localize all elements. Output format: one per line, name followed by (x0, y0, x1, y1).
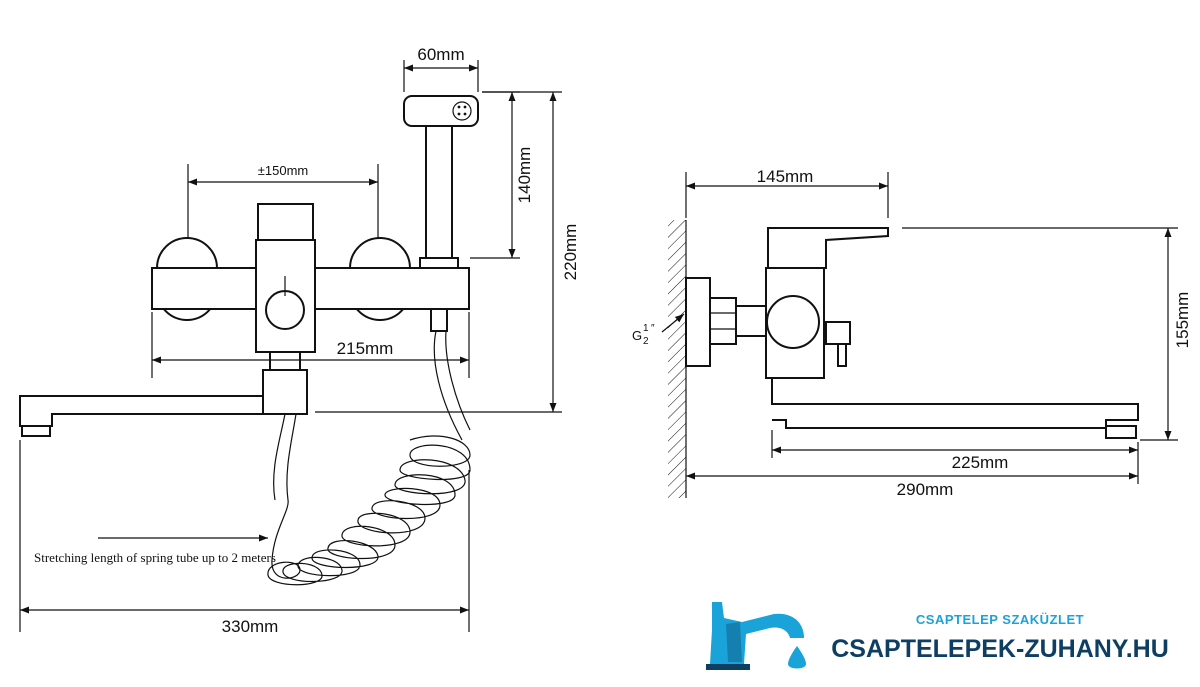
hand-shower (403, 95, 479, 332)
wall-flange (685, 277, 711, 367)
lever-handle (767, 227, 889, 269)
brand-logo: CSAPTELEP SZAKÜZLET CSAPTELEPEK-ZUHANY.H… (706, 602, 1169, 670)
dim-total: 290mm (897, 480, 954, 499)
faucet-logo-icon (706, 602, 806, 670)
side-spout (771, 378, 1139, 429)
dim-height: 155mm (1173, 292, 1192, 349)
dim-depth: 145mm (757, 167, 814, 186)
dim-spray-width: 60mm (417, 45, 464, 64)
dim-body-width: 215mm (337, 339, 394, 358)
dim-spout: 225mm (952, 453, 1009, 472)
front-view: 60mm ±150mm 140mm 220mm 215mm 330mm Stre… (19, 45, 580, 636)
thread-unit: ″ (651, 323, 655, 334)
dim-total-height: 220mm (561, 224, 580, 281)
spring-hose (267, 330, 471, 586)
thread-fraction-num: 1 (643, 323, 649, 334)
note-spring-tube: Stretching length of spring tube up to 2… (34, 550, 276, 565)
brand-name: CSAPTELEPEK-ZUHANY.HU (831, 635, 1169, 663)
central-knob (265, 290, 305, 330)
spout-nut (262, 369, 308, 415)
side-knob (766, 295, 820, 349)
dim-total-width: 330mm (222, 617, 279, 636)
thread-label: G (632, 328, 642, 343)
brand-tagline: CSAPTELEP SZAKÜZLET (916, 612, 1084, 627)
hex-connector (709, 297, 737, 345)
wall-hatch (668, 220, 686, 498)
side-view: 145mm 155mm 225mm 290mm G 1 2 ″ (632, 167, 1192, 499)
dim-spacing: ±150mm (258, 163, 308, 178)
thread-fraction-den: 2 (643, 336, 649, 347)
diverter-top (257, 203, 314, 241)
dim-spray-height: 140mm (515, 147, 534, 204)
front-spout (19, 395, 264, 427)
